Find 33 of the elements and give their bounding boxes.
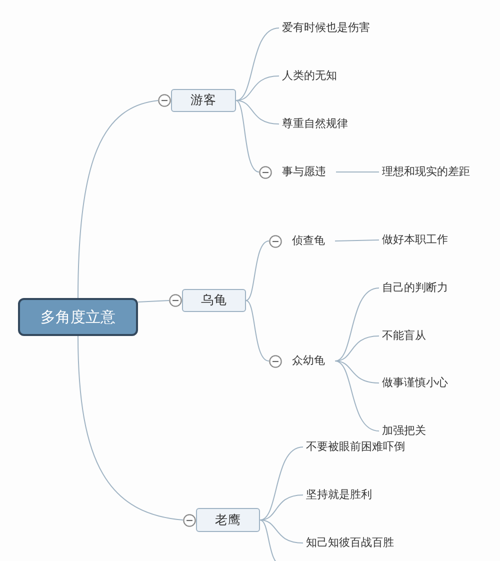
central-topic-box: 多角度立意: [18, 298, 138, 336]
branch-label: 知己知彼百战百胜: [303, 536, 394, 550]
branch-label: 事与愿违: [282, 165, 326, 179]
branch-label: 人类的无知: [279, 69, 337, 83]
branch-label: 理想和现实的差距: [379, 165, 470, 179]
branch-label: 不要被眼前困难吓倒: [303, 440, 405, 454]
branch-label: 尊重自然规律: [279, 117, 348, 131]
branch-label: 爱有时候也是伤害: [279, 21, 370, 35]
branch-line: [246, 240, 270, 301]
branch-label: 做事谨慎小心: [379, 376, 448, 390]
branch-line: [260, 446, 304, 520]
branch-label: 做好本职工作: [379, 233, 448, 247]
branch-line: [334, 288, 380, 362]
branch-line: [78, 336, 184, 520]
branch-line: [236, 28, 280, 101]
branch-line: [260, 520, 304, 544]
branch-label: 加强把关: [379, 424, 426, 438]
branch-line: [236, 100, 280, 124]
branch-label: 坚持就是胜利: [303, 488, 372, 502]
branch-line: [78, 100, 158, 298]
branch-line: [246, 300, 270, 362]
branch-line: [334, 360, 380, 384]
branch-line: [334, 360, 380, 432]
topic-box: 游客: [171, 89, 236, 112]
branch-line: [138, 300, 170, 302]
topic-box: 老鹰: [196, 508, 260, 532]
branch-label: 不能盲从: [379, 329, 426, 343]
branch-label: 自己的判断力: [379, 281, 448, 295]
branch-line: [236, 100, 260, 172]
branch-label: 侦查龟: [292, 234, 325, 248]
branch-label: 众幼龟: [292, 354, 325, 368]
branch-line: [334, 240, 380, 242]
topic-box: 乌龟: [182, 289, 246, 312]
